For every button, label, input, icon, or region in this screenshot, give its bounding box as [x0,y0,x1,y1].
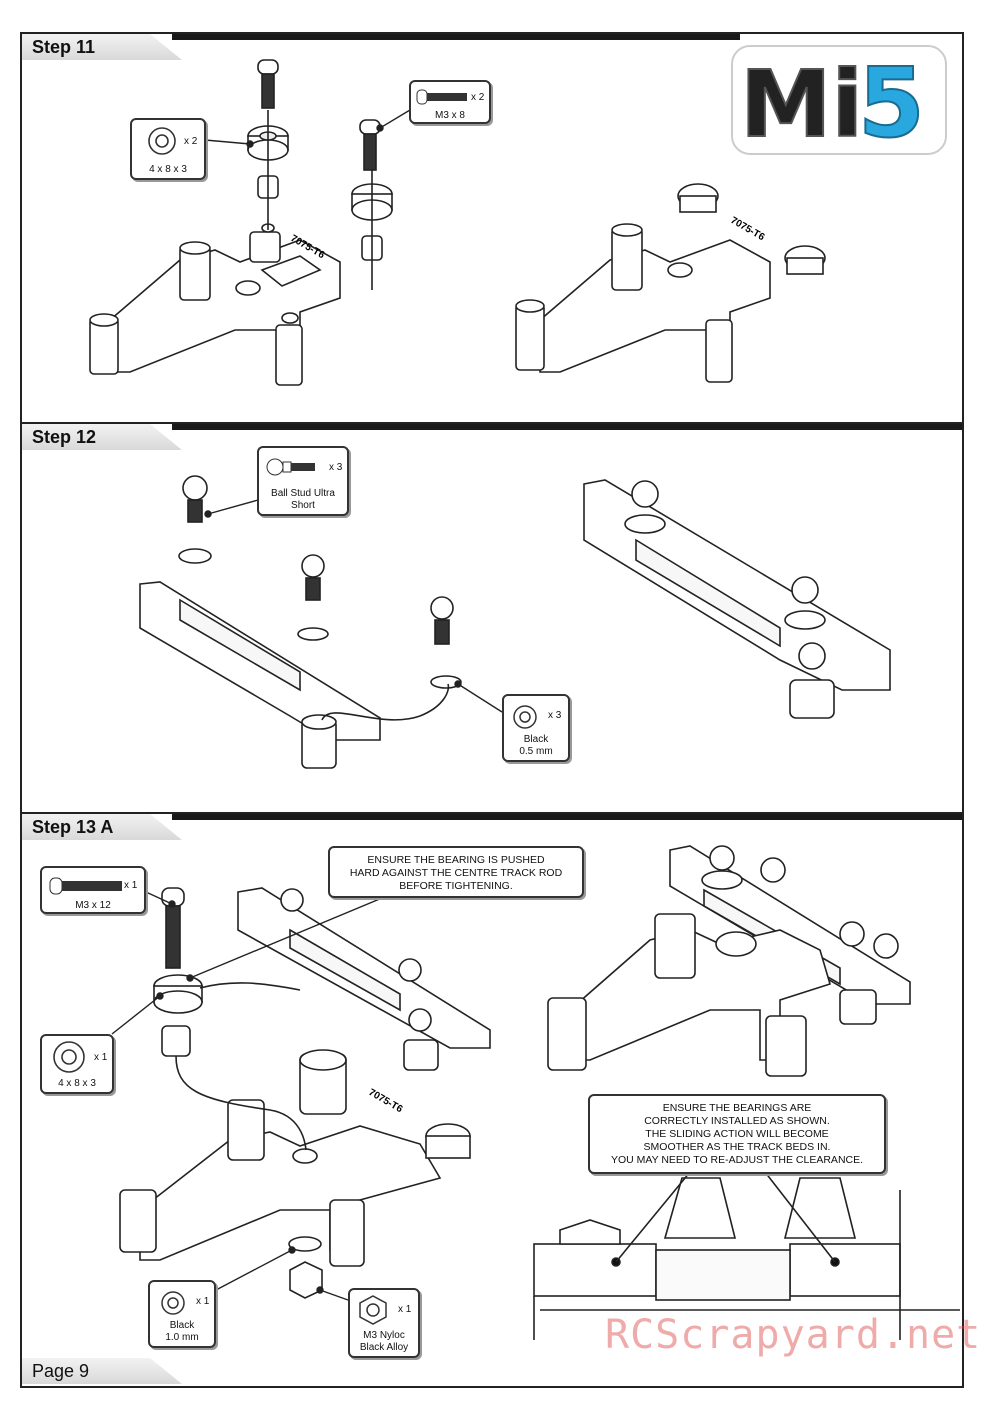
screw-icon [49,877,122,895]
svg-text:Mi: Mi [740,51,863,156]
bearing-qty: x 2 [184,136,198,147]
part-code-step13: 7075-T6 [367,1087,405,1115]
screw-size: M3 x 8 [434,110,465,121]
section-divider [20,422,964,424]
ballstud-name: Ball Stud Ultra Short [271,488,335,511]
ball-stud-icon [266,458,315,476]
step13-assembled [547,845,911,1077]
washer-qty: x 1 [196,1296,210,1307]
washer-name: Black 0.5 mm [519,734,553,757]
nut-qty: x 1 [398,1304,412,1315]
bearing-size: 4 x 8 x 3 [58,1078,96,1089]
bearing-icon [53,1041,85,1073]
bearing-callout-step11: x 2 4 x 8 x 3 [130,118,206,180]
watermark: RCScrapyard.net [605,1312,982,1358]
step-13-header: Step 13 A [22,814,962,840]
bearing-detail-closeup [533,1171,960,1340]
rear-arm-exploded [89,59,393,386]
step-12-header: Step 12 [22,424,962,450]
washer-callout-step13: x 1 Black 1.0 mm [148,1280,216,1348]
bearing-push-note: ENSURE THE BEARING IS PUSHED HARD AGAINS… [328,846,584,898]
bearing-callout-step13: x 1 4 x 8 x 3 [40,1034,114,1094]
svg-text:5: 5 [858,47,925,156]
hex-nut-icon [359,1295,387,1325]
step-12-title: Step 12 [32,426,97,447]
bearing-size: 4 x 8 x 3 [149,164,187,175]
washer-callout-step12: x 3 Black 0.5 mm [502,694,570,762]
washer-qty: x 3 [548,710,562,721]
screw-size: M3 x 12 [75,900,111,911]
bearing-install-note: ENSURE THE BEARINGS ARE CORRECTLY INSTAL… [588,1094,886,1174]
ballstud-qty: x 3 [329,462,343,473]
part-code-step11-assembled: 7075-T6 [729,215,767,243]
nut-callout: x 1 M3 Nyloc Black Alloy [348,1288,420,1358]
step-11-header: Step 11 [22,34,740,60]
page-number: Page 9 [32,1360,90,1381]
nut-name: M3 Nyloc Black Alloy [359,1330,409,1353]
bearing-icon [148,127,176,155]
step-11-title: Step 11 [32,36,96,57]
track-rod-assembled [583,479,891,719]
washer-icon [161,1291,185,1315]
washer-name: Black 1.0 mm [165,1320,199,1343]
section-divider [20,812,964,814]
screw-qty: x 2 [471,92,485,103]
page-footer: Page 9 [22,1358,182,1384]
step13-exploded [119,887,491,1299]
rear-arm-assembled [515,183,826,383]
screw-icon [416,89,467,105]
step-13-title: Step 13 A [32,816,114,837]
track-rod-exploded [139,475,462,769]
ballstud-callout: x 3 Ball Stud Ultra Short [257,446,349,516]
bearing-qty: x 1 [94,1052,108,1063]
washer-icon [513,705,537,729]
screw-callout-step13: x 1 M3 x 12 [40,866,146,914]
screw-qty: x 1 [124,880,138,891]
mi5-logo: Mi 5 [730,44,948,160]
screw-callout-step11: x 2 M3 x 8 [409,80,491,124]
